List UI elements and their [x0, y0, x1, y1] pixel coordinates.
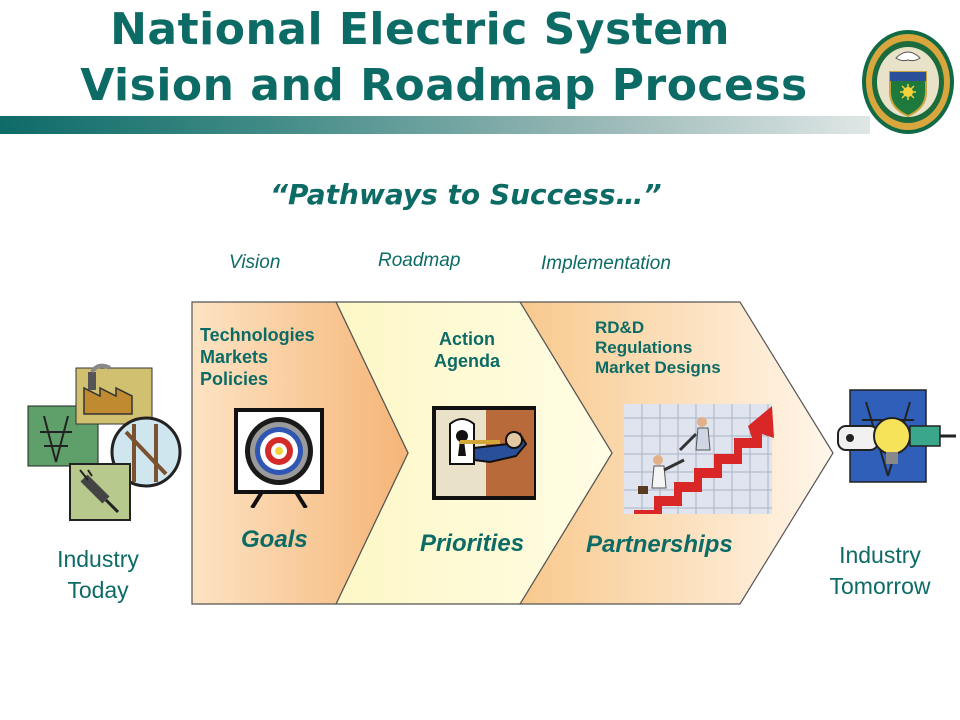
partnerships-items: RD&D Regulations Market Designs — [595, 318, 721, 378]
phase-vision: Vision — [229, 252, 281, 273]
partnerships-item: Market Designs — [595, 358, 721, 377]
goals-item: Technologies — [200, 325, 315, 345]
priorities-label: Priorities — [420, 530, 525, 557]
partnerships-item: Regulations — [595, 338, 693, 357]
title-gradient-bar — [0, 116, 870, 134]
goals-item: Markets — [200, 347, 269, 367]
industry-tomorrow-line: Industry — [839, 542, 921, 568]
partnerships-label: Partnerships — [586, 531, 733, 558]
goals-items: Technologies Markets Policies — [200, 324, 315, 390]
title-line-2: Vision and Roadmap Process — [80, 60, 808, 111]
key-in-lock-icon — [432, 406, 536, 500]
industry-today-line: Today — [67, 577, 129, 603]
climbing-arrow-chart-icon — [624, 404, 774, 514]
doe-seal-icon — [862, 30, 954, 134]
industry-tomorrow-line: Tomorrow — [829, 573, 931, 599]
partnerships-item: RD&D — [595, 318, 645, 337]
tagline: “Pathways to Success…” — [270, 178, 662, 211]
target-icon — [234, 408, 324, 508]
industry-today-line: Industry — [57, 546, 139, 572]
industry-today-label: Industry Today — [48, 544, 148, 606]
industry-today-collage-icon — [27, 363, 182, 521]
future-energy-icon — [837, 389, 956, 483]
priorities-item: Action — [439, 329, 495, 349]
priorities-items: Action Agenda — [422, 328, 512, 372]
priorities-item: Agenda — [433, 351, 500, 371]
goals-item: Policies — [200, 369, 269, 389]
phase-roadmap: Roadmap — [378, 250, 461, 271]
goals-label: Goals — [241, 526, 308, 553]
industry-tomorrow-label: Industry Tomorrow — [814, 540, 946, 602]
title-line-1: National Electric System — [110, 4, 730, 55]
phase-implementation: Implementation — [541, 253, 671, 274]
